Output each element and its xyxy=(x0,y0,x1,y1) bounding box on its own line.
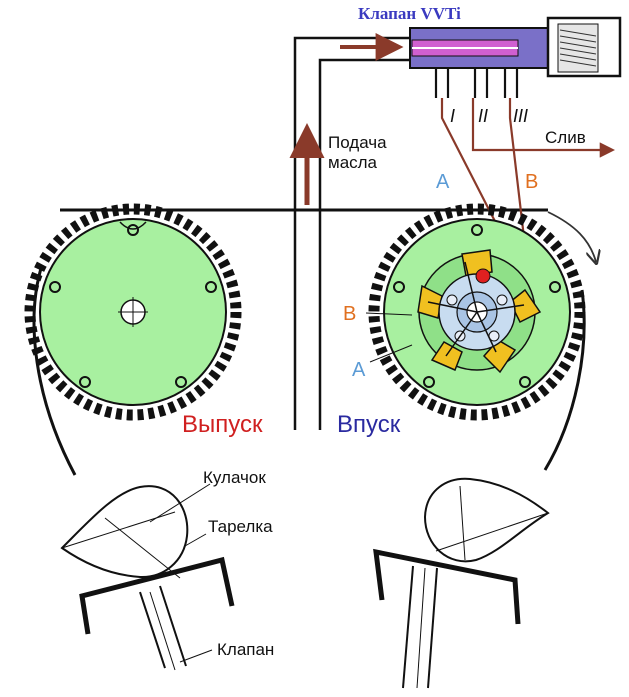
lock-pin xyxy=(475,268,491,284)
port-3-label: III xyxy=(513,106,528,126)
cam-label: Кулачок xyxy=(203,468,266,487)
tappet-label: Тарелка xyxy=(208,517,273,536)
a-leader-line xyxy=(369,344,413,363)
port-1-label: I xyxy=(450,106,455,126)
exhaust-cam-assembly xyxy=(60,485,235,671)
drain-label: Слив xyxy=(545,128,586,147)
oil-supply-label-line1: Подача xyxy=(328,133,387,152)
intake-label: Впуск xyxy=(337,411,401,438)
exhaust-cam xyxy=(60,485,189,579)
solenoid-coil xyxy=(557,23,599,73)
port-2-label: II xyxy=(478,106,488,126)
intake-cam xyxy=(423,477,550,563)
chamber-a-label-side: A xyxy=(352,359,366,381)
valve-label: Клапан xyxy=(217,640,274,659)
chamber-a-label-top: A xyxy=(436,171,450,193)
exhaust-label: Выпуск xyxy=(182,411,263,438)
vvti-valve: I II III xyxy=(409,16,622,126)
oil-supply-label-line2: масла xyxy=(328,153,378,172)
rotation-arrow xyxy=(547,211,596,262)
chamber-b-label-side: B xyxy=(343,303,356,325)
intake-tappet xyxy=(373,548,521,625)
b-leader-line xyxy=(365,312,413,316)
intake-sprocket xyxy=(368,203,586,421)
chamber-b-label-top: B xyxy=(525,171,538,193)
exhaust-tappet xyxy=(79,556,235,635)
valve-title: Клапан VVTi xyxy=(358,4,461,23)
exhaust-sprocket xyxy=(24,203,242,421)
intake-cam-assembly xyxy=(373,477,550,689)
drain-line xyxy=(471,98,616,158)
